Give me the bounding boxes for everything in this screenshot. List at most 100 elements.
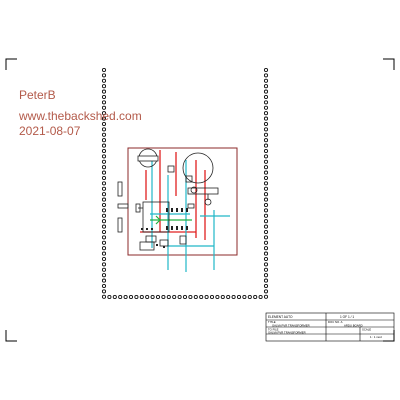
capacitor-large — [182, 152, 214, 184]
tb-sheet: 1 OF 1 / 1 — [340, 315, 354, 319]
perforation-hole — [101, 148, 107, 154]
perforation-hole — [101, 256, 107, 262]
perforation-hole — [263, 175, 269, 181]
perforation-hole — [101, 89, 107, 94]
perforation-hole — [263, 143, 269, 148]
tb-file-value: GALVA PVR TRANSFORMER — [268, 331, 306, 335]
perforation-hole — [101, 84, 107, 89]
perforation-hole — [263, 219, 269, 224]
perforation-hole — [263, 84, 269, 89]
perforation-hole — [263, 229, 269, 235]
perforation-hole — [263, 278, 269, 283]
perforation-hole — [182, 294, 188, 300]
tb-size-label: DOC NO. A — [328, 320, 343, 324]
perforation-hole — [166, 294, 171, 300]
perforation-hole — [263, 73, 269, 78]
perforation-hole — [263, 224, 269, 229]
perforation-hole — [101, 208, 107, 213]
perforation-hole — [101, 73, 107, 78]
perforation-hole — [263, 186, 269, 191]
author-name: PeterB — [19, 88, 56, 102]
perforation-hole — [193, 294, 198, 300]
perforation-hole — [263, 181, 269, 186]
crop-mark-top-left — [5, 58, 17, 70]
perforation-hole — [263, 132, 269, 137]
perforation-hole — [101, 170, 107, 175]
perforation-hole — [101, 127, 107, 132]
perforation-hole — [263, 235, 269, 240]
perforation-hole — [101, 289, 107, 294]
perforation-hole — [107, 294, 112, 300]
perforation-hole — [101, 197, 107, 202]
perforation-hole — [101, 219, 107, 224]
perforation-hole — [263, 138, 269, 143]
perforation-hole — [263, 148, 269, 154]
author-date: 2021-08-07 — [19, 124, 81, 138]
perforation-hole — [253, 294, 258, 300]
tb-rev-value: ARDU BOARD — [344, 324, 363, 328]
perforation-hole — [263, 67, 269, 73]
perforation-hole — [263, 154, 269, 159]
perforation-hole — [263, 159, 269, 164]
perforation-hole — [101, 154, 107, 159]
perforation-hole — [263, 121, 269, 127]
tb-scale-label: SCALE — [362, 328, 371, 332]
perforation-hole — [101, 181, 107, 186]
perforation-hole — [215, 294, 220, 300]
perforation-hole — [263, 202, 269, 208]
perforation-hole — [263, 267, 269, 272]
crop-mark-bottom-left — [5, 330, 17, 342]
perforation-hole — [263, 256, 269, 262]
perforation-hole — [101, 283, 107, 289]
perforation-hole — [118, 294, 123, 300]
perforation-hole — [242, 294, 247, 300]
perforation-hole — [263, 100, 269, 105]
perforation-hole — [263, 208, 269, 213]
tb-title-value: GALVA PVR TRANSFORMER — [272, 324, 310, 328]
perforation-hole — [101, 94, 107, 100]
perforation-hole — [263, 251, 269, 256]
perforation-hole — [101, 100, 107, 105]
perforation-hole — [263, 105, 269, 110]
perforation-hole — [101, 116, 107, 121]
perforation-hole — [101, 186, 107, 191]
perforation-hole — [101, 267, 107, 272]
perforation-hole — [101, 251, 107, 256]
perforation-hole — [209, 294, 215, 300]
perforation-hole — [247, 294, 252, 300]
perforation-hole — [199, 294, 204, 300]
perforation-hole — [101, 192, 107, 197]
perforation-hole — [204, 294, 209, 300]
perforation-hole — [263, 94, 269, 100]
perforation-hole — [263, 111, 269, 116]
perforation-hole — [101, 294, 107, 299]
perforation-hole — [112, 294, 117, 300]
external-connectors — [117, 181, 129, 233]
perforation-hole — [263, 213, 269, 218]
perforation-hole — [101, 278, 107, 283]
components — [135, 148, 219, 251]
perforation-hole — [101, 105, 107, 110]
perforation-hole — [101, 138, 107, 143]
crop-mark-top-right — [383, 58, 395, 70]
perforation-hole — [101, 224, 107, 229]
perforation-hole — [236, 294, 242, 300]
perforation-hole — [258, 294, 263, 300]
perforation-hole — [101, 229, 107, 235]
perforation-hole — [263, 246, 269, 251]
green-tracks — [150, 215, 192, 225]
perforation-hole — [263, 262, 269, 267]
cyan-tracks — [150, 160, 230, 272]
perforation-hole — [101, 67, 107, 73]
perforation-hole — [101, 262, 107, 267]
tb-title-label: TITLE — [268, 320, 276, 324]
perforation-hole — [188, 294, 193, 300]
perforation-hole — [172, 294, 177, 300]
perforation-hole — [263, 273, 269, 278]
perforation-hole — [101, 159, 107, 164]
perforation-hole — [263, 289, 269, 294]
author-website: www.thebackshed.com — [19, 109, 142, 123]
